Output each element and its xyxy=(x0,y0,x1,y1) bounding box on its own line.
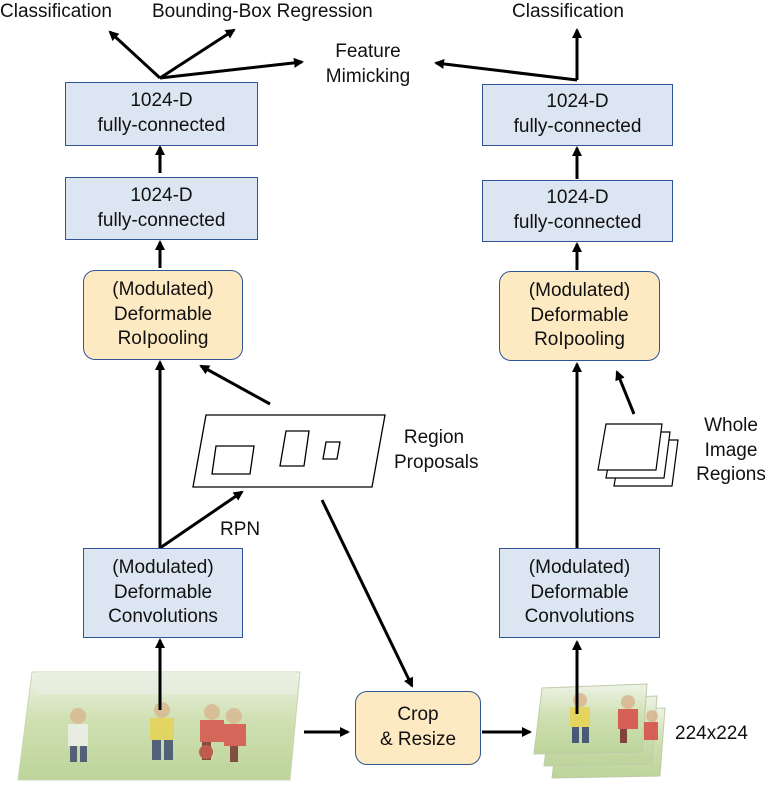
region-proposals-graphic xyxy=(192,414,386,488)
cropped-images-stack xyxy=(533,683,666,779)
bounding-box-regression-label: Bounding-Box Regression xyxy=(152,1,373,22)
rpn-label: RPN xyxy=(220,519,261,540)
left-fc-top-box: 1024-D fully-connected xyxy=(65,82,258,146)
classification-label-left: Classification xyxy=(0,1,112,22)
whole-image-regions-label: Whole Image Regions xyxy=(696,415,766,486)
right-conv-box: (Modulated) Deformable Convolutions xyxy=(499,548,660,638)
right-roipooling-box: (Modulated) Deformable RoIpooling xyxy=(499,271,660,361)
classification-label-right: Classification xyxy=(512,1,624,22)
left-conv-box: (Modulated) Deformable Convolutions xyxy=(83,548,243,638)
input-image-left xyxy=(17,671,301,781)
left-roipooling-box: (Modulated) Deformable RoIpooling xyxy=(83,270,243,360)
feature-mimicking-label: Feature Mimicking xyxy=(325,41,411,87)
arrows xyxy=(108,28,636,737)
size-label: 224x224 xyxy=(675,723,748,744)
left-fc-bottom-box: 1024-D fully-connected xyxy=(65,177,258,240)
region-proposals-label: Region Proposals xyxy=(394,427,479,473)
right-fc-top-box: 1024-D fully-connected xyxy=(482,84,673,146)
whole-image-regions-graphic xyxy=(597,423,679,487)
right-fc-bottom-box: 1024-D fully-connected xyxy=(482,180,673,242)
crop-resize-box: Crop & Resize xyxy=(355,691,481,765)
